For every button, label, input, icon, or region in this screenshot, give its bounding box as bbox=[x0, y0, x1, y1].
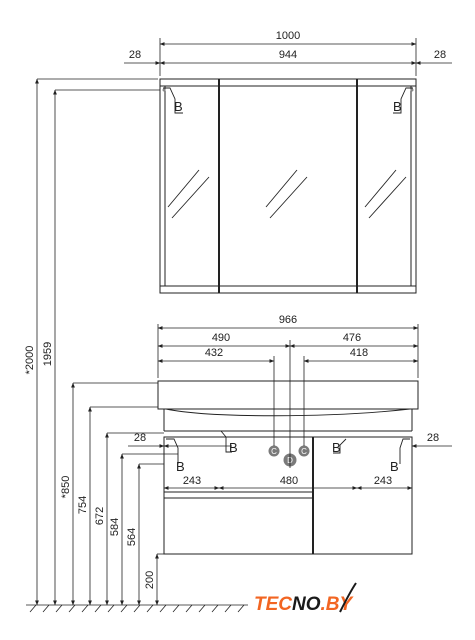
vanity-left-offset: 28 bbox=[134, 432, 146, 444]
connection-label-c-right: C bbox=[301, 447, 307, 456]
vanity-left-section: 490 bbox=[212, 332, 230, 344]
vanity-left-compartment: 243 bbox=[183, 475, 201, 487]
svg-text:TECNO.BY: TECNO.BY bbox=[254, 594, 355, 615]
height-672: 672 bbox=[94, 507, 106, 525]
vanity-base-cabinet bbox=[163, 436, 413, 555]
height-754: 754 bbox=[77, 496, 89, 514]
mirror-cabinet bbox=[159, 78, 417, 294]
vanity-basin bbox=[165, 408, 411, 417]
vanity-right-section: 476 bbox=[343, 332, 361, 344]
height-584: 584 bbox=[109, 518, 121, 536]
height-mirror-top: 1959 bbox=[42, 342, 54, 366]
vanity-dimensions bbox=[128, 324, 452, 490]
mirror-door-mark-right: B bbox=[393, 99, 402, 114]
connection-marker-c-right bbox=[298, 445, 310, 457]
height-vanity-top: *850 bbox=[60, 476, 72, 499]
tecno-by-logo: TECNO.BY bbox=[254, 582, 357, 615]
vanity-right-offset: 28 bbox=[427, 432, 439, 444]
vanity-center-compartment: 480 bbox=[280, 475, 298, 487]
mirror-right-side: 28 bbox=[434, 49, 446, 61]
mirror-cabinet-body bbox=[159, 78, 417, 294]
connection-label-c-left: C bbox=[271, 447, 277, 456]
floor-line bbox=[26, 604, 248, 613]
vanity-countertop bbox=[157, 380, 419, 410]
connection-markers bbox=[268, 445, 310, 467]
mirror-left-side: 28 bbox=[129, 49, 141, 61]
height-564: 564 bbox=[126, 528, 138, 546]
glass-reflection-marks bbox=[167, 169, 407, 219]
vanity-left-inner: 432 bbox=[205, 347, 223, 359]
vanity-door-mark-1: B bbox=[176, 459, 185, 474]
mirror-overall-width: 1000 bbox=[276, 30, 300, 42]
logo-part-by: .BY bbox=[321, 594, 355, 615]
vanity-door-mark-3: B bbox=[332, 440, 341, 455]
mirror-door-mark-left: B bbox=[174, 99, 183, 114]
height-dimension-lines bbox=[35, 78, 178, 606]
vanity-unit bbox=[157, 380, 419, 555]
mirror-inner-width: 944 bbox=[279, 49, 297, 61]
logo-part-no: NO bbox=[292, 594, 321, 615]
vanity-door-mark-4: B bbox=[390, 459, 399, 474]
height-total: *2000 bbox=[24, 346, 36, 375]
vanity-overall-width: 966 bbox=[279, 314, 297, 326]
vanity-right-compartment: 243 bbox=[374, 475, 392, 487]
logo-swoosh bbox=[339, 582, 357, 613]
logo-part-tec: TEC bbox=[254, 594, 292, 615]
vanity-right-inner: 418 bbox=[350, 347, 368, 359]
height-floor-clearance: 200 bbox=[144, 571, 156, 589]
vanity-door-mark-2: B bbox=[229, 440, 238, 455]
mirror-dimensions bbox=[124, 38, 452, 76]
connection-marker-c-left bbox=[268, 445, 280, 457]
